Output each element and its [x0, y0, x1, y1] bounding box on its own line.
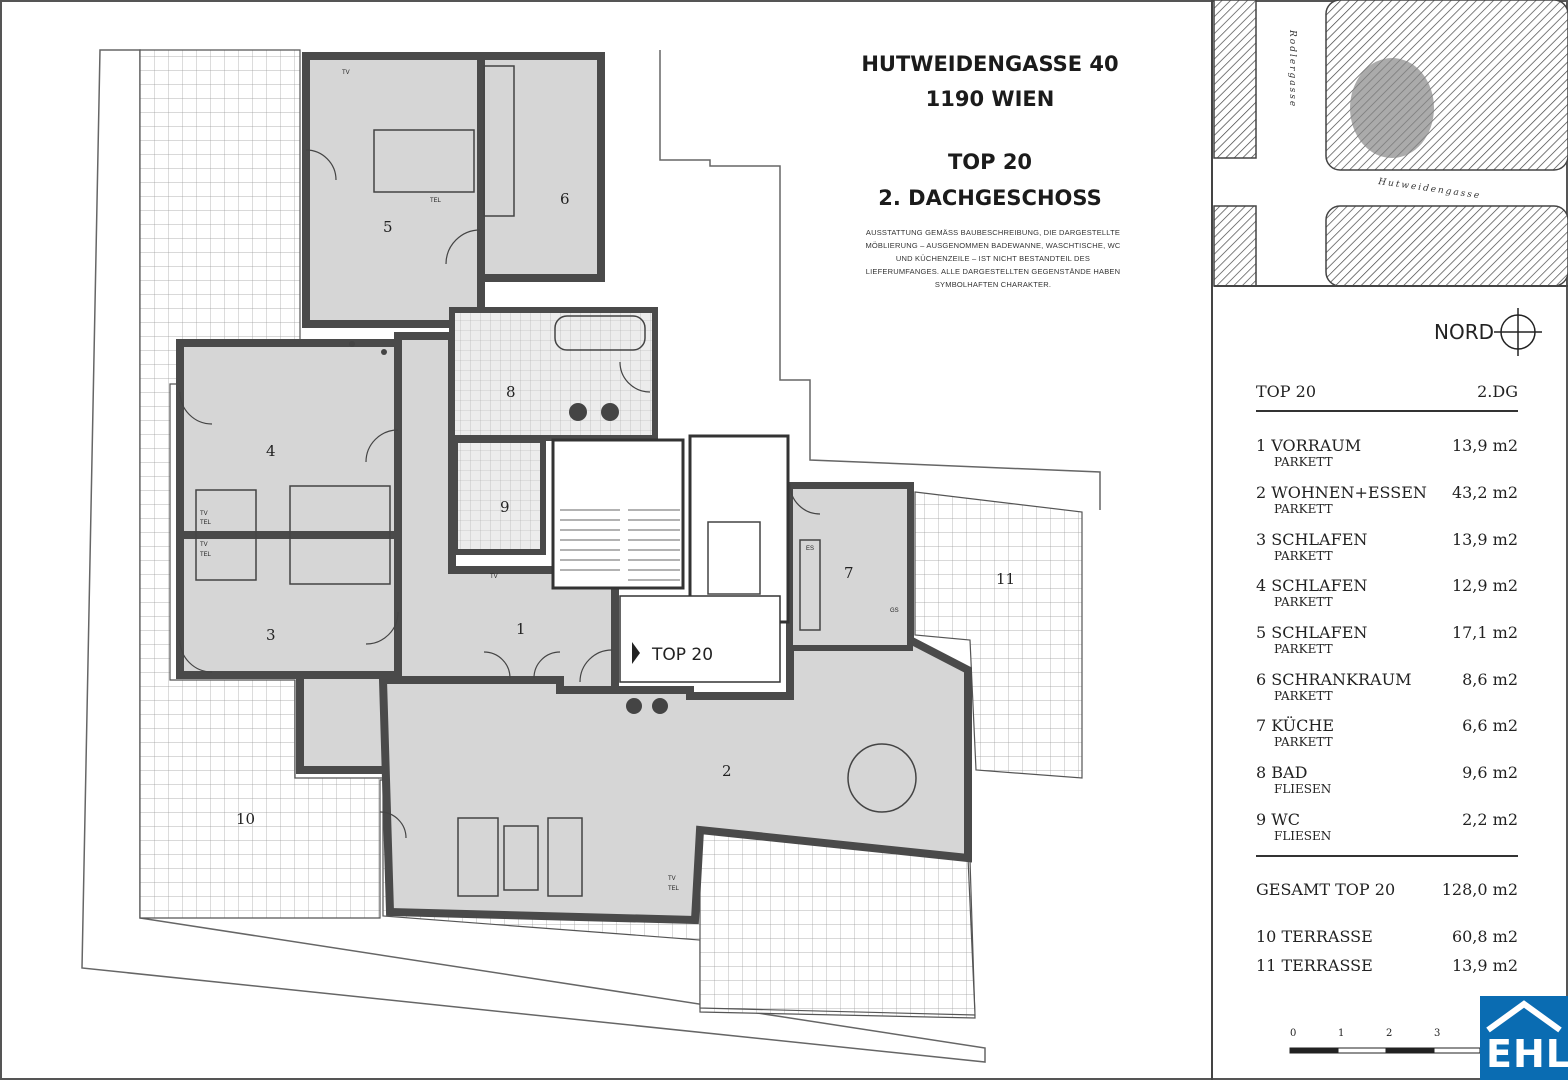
room-4 [176, 339, 402, 539]
legend-terrace-10: 10 TERRASSE 60,8 m2 [1256, 927, 1518, 946]
legend-floor: 2.DG [1477, 382, 1518, 401]
street-rodlergasse: Rodlergasse [1287, 29, 1297, 108]
legend-row: 9 WC FLIESEN 2,2 m2 [1256, 810, 1518, 843]
room-7-number: 7 [844, 564, 854, 582]
stair-core [551, 438, 685, 590]
room-8 [449, 307, 658, 441]
room-5-number: 5 [383, 218, 393, 236]
room-9-number: 9 [500, 498, 510, 516]
disclaimer-text: AUSSTATTUNG GEMÄSS BAUBESCHREIBUNG, DIE … [865, 228, 1121, 289]
room-9 [452, 437, 546, 555]
scale-tick: 3 [1434, 1028, 1441, 1039]
svg-text:TV: TV [668, 876, 676, 882]
address-line-2: 1190 WIEN [925, 87, 1055, 111]
room-4-number: 4 [266, 442, 276, 460]
north-arrow-icon [1494, 308, 1542, 356]
scale-tick: 0 [1290, 1028, 1297, 1039]
tel-label: TEL [430, 198, 442, 204]
logo-text: EHL [1486, 1032, 1568, 1076]
scale-tick: 2 [1386, 1028, 1393, 1039]
legend-unit: TOP 20 [1256, 382, 1316, 401]
legend-divider-top [1256, 410, 1518, 412]
svg-text:TEL: TEL [200, 552, 212, 558]
legend-row: 2 WOHNEN+ESSEN PARKETT 43,2 m2 [1256, 483, 1518, 516]
svg-text:TV: TV [490, 574, 498, 580]
legend-terrace-11: 11 TERRASSE 13,9 m2 [1256, 956, 1518, 975]
scale-bar [1289, 1047, 1481, 1054]
legend-total: GESAMT TOP 20 128,0 m2 [1256, 880, 1518, 899]
room-6-number: 6 [560, 190, 570, 208]
north-label: NORD [1434, 320, 1494, 344]
unit-title: TOP 20 [947, 150, 1033, 174]
legend-row: 7 KÜCHE PARKETT 6,6 m2 [1256, 716, 1518, 749]
room-3-number: 3 [266, 626, 276, 644]
room-10-number: 10 [236, 810, 255, 828]
svg-text:TV: TV [200, 511, 208, 517]
floor-title: 2. DACHGESCHOSS [878, 186, 1102, 210]
ehl-logo: EHL [1480, 996, 1568, 1080]
room-8-number: 8 [506, 383, 516, 401]
room-1-number: 1 [516, 620, 526, 638]
street-hutweidengasse: Hutweidengasse [1377, 177, 1482, 201]
svg-text:GS: GS [890, 608, 899, 614]
legend-row: 1 VORRAUM PARKETT 13,9 m2 [1256, 436, 1518, 469]
svg-text:ES: ES [806, 546, 814, 552]
legend-divider-bottom [1256, 855, 1518, 857]
room-11-number: 11 [996, 570, 1015, 588]
legend-row: 8 BAD FLIESEN 9,6 m2 [1256, 763, 1518, 796]
room-2-number: 2 [722, 762, 732, 780]
legend-row: 5 SCHLAFEN PARKETT 17,1 m2 [1256, 623, 1518, 656]
terrace-11 [914, 491, 1083, 779]
room-6 [477, 52, 605, 282]
svg-text:TEL: TEL [668, 886, 680, 892]
address-line-1: HUTWEIDENGASSE 40 [861, 52, 1119, 76]
scale-tick: 1 [1338, 1028, 1345, 1039]
site-map [1213, 0, 1568, 287]
entrance-label: TOP 20 [651, 645, 713, 665]
svg-text:TV: TV [200, 542, 208, 548]
legend-header: TOP 20 2.DG [1256, 382, 1518, 402]
legend-row: 6 SCHRANKRAUM PARKETT 8,6 m2 [1256, 670, 1518, 703]
tv-label: TV [342, 70, 350, 76]
legend-row: 3 SCHLAFEN PARKETT 13,9 m2 [1256, 530, 1518, 563]
legend-row: 4 SCHLAFEN PARKETT 12,9 m2 [1256, 576, 1518, 609]
house-roof-icon [1486, 1000, 1562, 1033]
room-3 [176, 531, 402, 679]
svg-text:TEL: TEL [200, 520, 212, 526]
lift-core [688, 434, 790, 624]
room-5 [302, 52, 485, 328]
